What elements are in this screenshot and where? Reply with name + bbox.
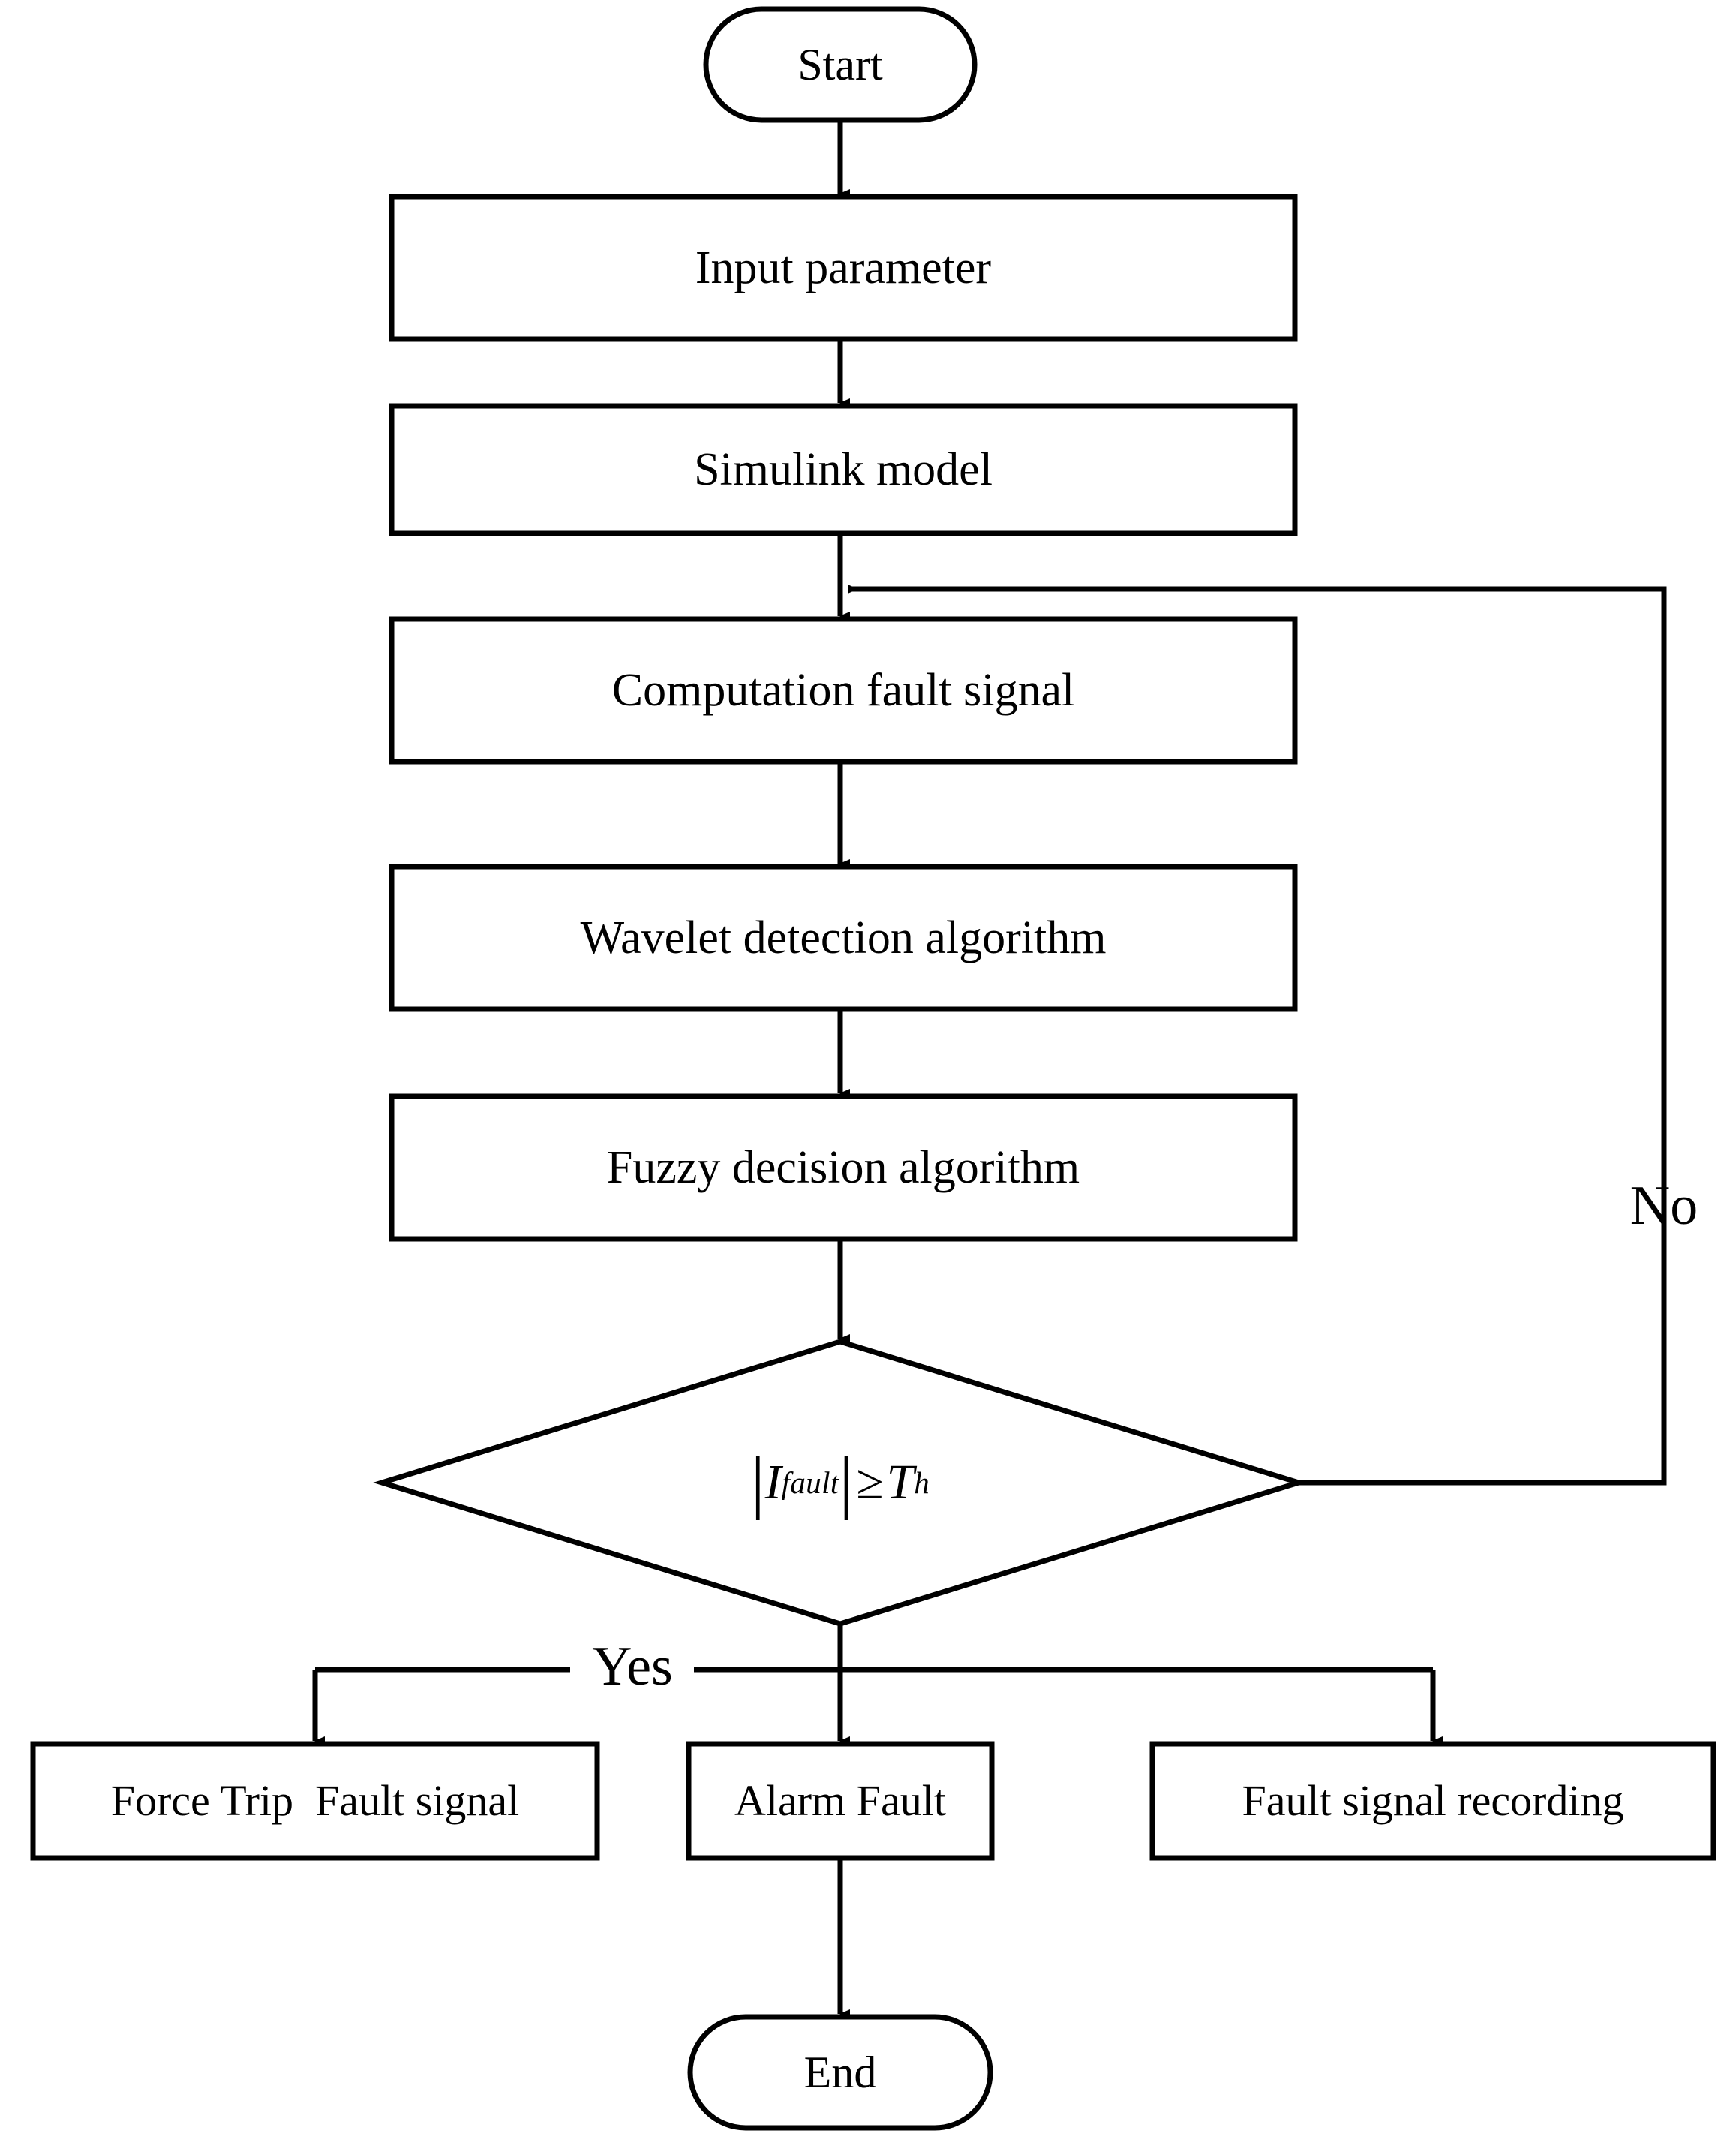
node-input-parameter-shape[interactable] <box>389 194 1298 342</box>
edge-decision-no-feedback <box>848 585 1667 1486</box>
node-fuzzy-decision-algorithm-shape[interactable] <box>389 1093 1298 1242</box>
node-wavelet-detection-algorithm-shape[interactable] <box>389 864 1298 1012</box>
node-threshold-decision-shape[interactable] <box>373 1339 1308 1627</box>
node-start-shape[interactable] <box>703 6 978 123</box>
node-alarm-fault-shape[interactable] <box>686 1741 995 1861</box>
node-end-shape[interactable] <box>687 2014 993 2131</box>
node-force-trip-fault-signal-shape[interactable] <box>30 1741 600 1861</box>
node-computation-fault-signal-shape[interactable] <box>389 616 1298 765</box>
node-fault-signal-recording-shape[interactable] <box>1149 1741 1716 1861</box>
node-simulink-model-shape[interactable] <box>389 403 1298 536</box>
